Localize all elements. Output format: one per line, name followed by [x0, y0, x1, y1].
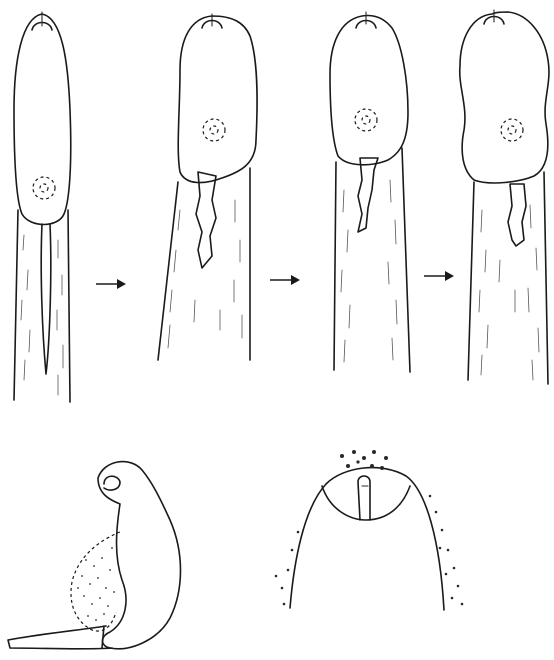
curved-cell-stalk: [8, 626, 112, 649]
stage-4-tube: [508, 184, 526, 246]
stage-3-cell-body: [330, 16, 408, 165]
stage-1-drawing: [14, 12, 71, 402]
stage-2-cell-body: [178, 16, 257, 183]
stage-2-drawing: [158, 14, 257, 360]
stage-2-nucleus: [203, 119, 225, 141]
stage-4-drawing: [460, 10, 549, 384]
apex-dots-top: [340, 450, 388, 470]
detail-apex: [275, 450, 464, 610]
detail-curved-cell: [8, 462, 181, 649]
stage-4-nucleus: [501, 119, 523, 141]
stage-1-tube: [41, 224, 51, 374]
stage-3-drawing: [330, 12, 410, 372]
arrow-1: [96, 279, 126, 289]
stipple-dots: [77, 547, 115, 621]
stage-3-stalk-hatching: [341, 180, 397, 362]
stippled-region-outline: [71, 532, 120, 631]
stage-2-tube: [196, 172, 216, 268]
stage-3-nucleus: [355, 109, 377, 131]
apex-dots-side: [275, 495, 464, 606]
stage-4-stalk-hatching: [479, 205, 539, 380]
stage-4-cell-body: [460, 12, 549, 183]
arrow-3: [424, 271, 454, 281]
arrow-2: [270, 275, 300, 285]
stage-2-stalk-hatching: [168, 200, 242, 348]
apex-central-pore: [358, 476, 370, 520]
stage-3-tube: [358, 158, 378, 232]
stage-1-nucleus: [33, 177, 55, 199]
apex-outer-wall: [290, 468, 444, 610]
apex-inner-cap: [322, 486, 410, 520]
stage-1-cell-body: [14, 14, 71, 225]
